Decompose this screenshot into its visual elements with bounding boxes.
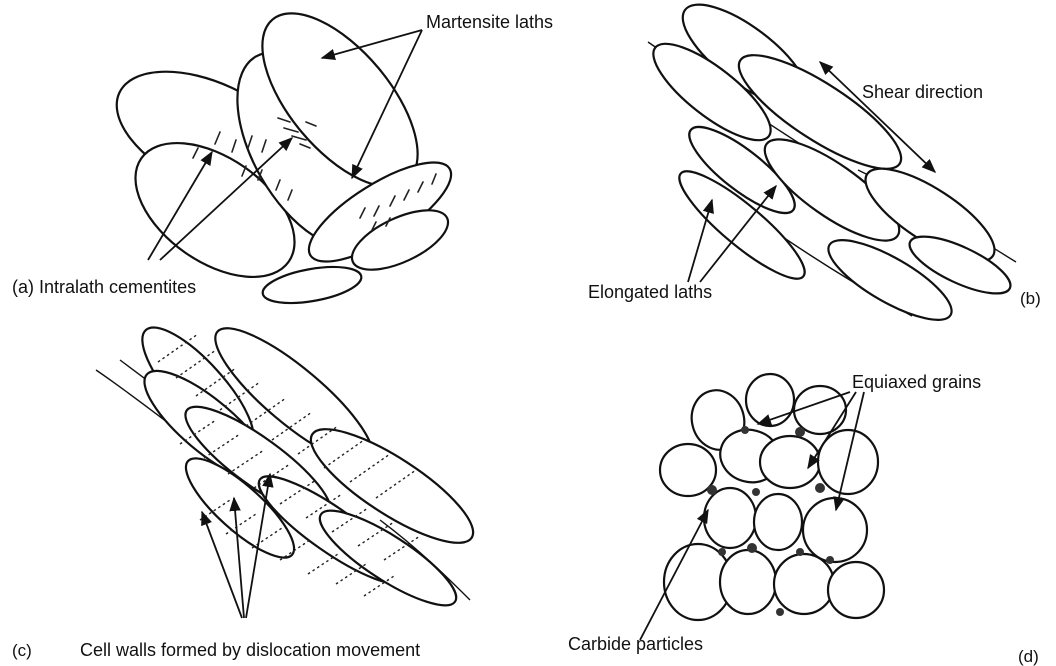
equiaxed-grains-label: Equiaxed grains bbox=[852, 372, 981, 392]
grain-d14 bbox=[828, 562, 884, 618]
martensite-laths-label: Martensite laths bbox=[426, 12, 553, 32]
panel-a: Martensite laths (a) Intralath cementite… bbox=[12, 0, 553, 309]
cell-walls-label: Cell walls formed by dislocation movemen… bbox=[80, 640, 420, 660]
elongated-laths-label: Elongated laths bbox=[588, 282, 712, 302]
grain-d3 bbox=[794, 386, 846, 434]
panel-b: Shear direction Elongated laths (b) bbox=[588, 0, 1041, 334]
grain-d2 bbox=[746, 374, 794, 426]
panel-c-tag: (c) bbox=[12, 641, 32, 660]
carbide-particles-label: Carbide particles bbox=[568, 634, 703, 654]
panel-b-tag: (b) bbox=[1020, 289, 1041, 308]
panel-d-tag: (d) bbox=[1018, 647, 1039, 666]
grain-d9 bbox=[754, 494, 802, 550]
grain-d12 bbox=[720, 550, 776, 614]
grain-d8 bbox=[704, 488, 756, 548]
grain-d13 bbox=[774, 554, 834, 614]
intralath-cementites-label: (a) Intralath cementites bbox=[12, 277, 196, 297]
panel-d: Equiaxed grains Carbide particles (d) bbox=[568, 372, 1039, 666]
shear-direction-label: Shear direction bbox=[862, 82, 983, 102]
panel-c: (c) Cell walls formed by dislocation mov… bbox=[12, 310, 487, 660]
grain-d10 bbox=[803, 498, 867, 562]
